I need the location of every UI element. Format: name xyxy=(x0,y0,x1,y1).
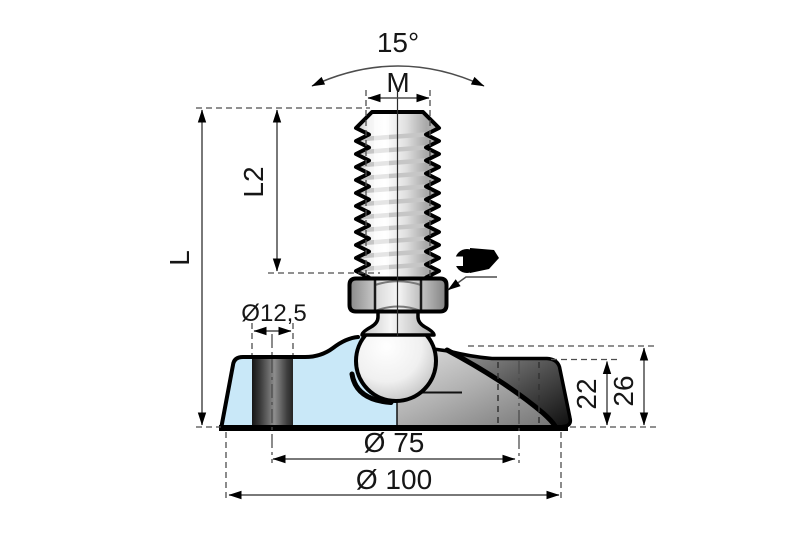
dim-thread-size: M xyxy=(365,67,431,277)
base-edge-height-label: 22 xyxy=(571,378,602,409)
nut-facet-left xyxy=(350,279,375,311)
base-cross-section xyxy=(219,335,397,431)
base-total-height-label: 26 xyxy=(608,375,639,406)
dim-pitch-circle-diameter: Ø 75 xyxy=(272,427,516,464)
thread-size-label: M xyxy=(386,67,409,98)
base-section-outline xyxy=(219,335,360,431)
socket-edge xyxy=(349,371,394,405)
hole-diameter-label: Ø12,5 xyxy=(241,300,306,327)
nut-outline xyxy=(347,276,449,314)
wrench-icon xyxy=(446,248,499,273)
pitch-circle-label: Ø 75 xyxy=(364,427,425,458)
base-diameter-label: Ø 100 xyxy=(356,464,432,495)
dim-swivel-angle: 15° xyxy=(311,27,485,87)
dim-thread-length: L2 xyxy=(238,109,380,274)
dim-total-length: L xyxy=(164,107,370,428)
nut-facet-right xyxy=(421,279,446,311)
total-length-label: L xyxy=(164,250,195,266)
dim-hole-diameter: Ø12,5 xyxy=(241,300,307,355)
dim-base-diameter: Ø 100 xyxy=(225,432,562,501)
wrench-leader-line xyxy=(447,276,497,291)
dim-base-edge-height: 22 xyxy=(551,358,618,426)
wrench-callout xyxy=(446,248,499,291)
base-outer-outline xyxy=(395,342,573,429)
thread-length-label: L2 xyxy=(238,166,269,197)
dim-base-total-height: 26 xyxy=(468,345,656,428)
swivel-angle-label: 15° xyxy=(377,27,419,58)
